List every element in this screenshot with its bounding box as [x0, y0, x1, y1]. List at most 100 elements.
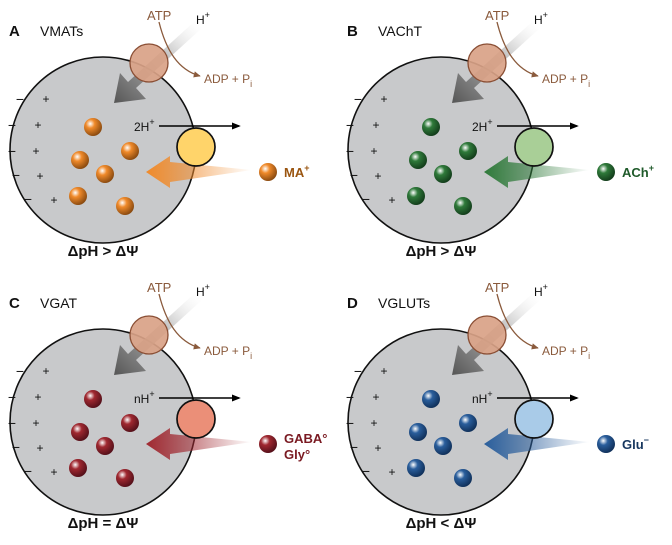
positive-charge: +	[50, 465, 57, 479]
proton-exchange-label: nH+	[134, 389, 155, 406]
panel-letter: C	[9, 295, 20, 312]
atp-label: ATP	[485, 280, 509, 295]
proton-label: H+	[534, 282, 548, 299]
positive-charge: +	[34, 118, 41, 132]
panel-letter: B	[347, 23, 358, 40]
negative-charge: −	[346, 389, 354, 405]
atp-hydrolysis-arrow	[496, 21, 539, 78]
positive-charge: +	[42, 364, 49, 378]
positive-charge: +	[50, 193, 57, 207]
positive-charge: +	[374, 169, 381, 183]
substrate-label: MA+	[284, 163, 309, 180]
positive-charge: +	[370, 416, 377, 430]
negative-charge: −	[16, 91, 24, 107]
transporter-circle	[176, 127, 216, 167]
v-atpase-pump	[467, 315, 507, 355]
neurotransmitter-molecule	[422, 118, 440, 136]
transporter-name: VMATs	[40, 23, 83, 39]
negative-charge: −	[12, 167, 20, 183]
positive-charge: +	[34, 390, 41, 404]
atp-label: ATP	[485, 8, 509, 23]
substrate-molecule	[259, 435, 277, 453]
negative-charge: −	[12, 439, 20, 455]
substrate-influx-arrow	[484, 156, 590, 188]
positive-charge: +	[32, 416, 39, 430]
neurotransmitter-molecule	[407, 459, 425, 477]
substrate-label-2: Gly°	[284, 447, 310, 462]
neurotransmitter-molecule	[422, 390, 440, 408]
atp-hydrolysis-arrow	[496, 293, 539, 350]
substrate-influx-arrow	[146, 428, 252, 460]
proton-label: H+	[534, 10, 548, 27]
negative-charge: −	[350, 439, 358, 455]
negative-charge: −	[16, 363, 24, 379]
neurotransmitter-molecule	[121, 142, 139, 160]
neurotransmitter-molecule	[71, 151, 89, 169]
proton-label: H+	[196, 282, 210, 299]
transporter-circle	[514, 399, 554, 439]
proton-exchange-label: 2H+	[472, 117, 493, 134]
negative-charge: −	[346, 415, 354, 431]
proton-label: H+	[196, 10, 210, 27]
substrate-molecule	[597, 435, 615, 453]
transporter-name: VGAT	[40, 295, 78, 311]
neurotransmitter-molecule	[69, 459, 87, 477]
panel-letter: A	[9, 23, 20, 40]
neurotransmitter-molecule	[407, 187, 425, 205]
positive-charge: +	[388, 465, 395, 479]
substrate-label: ACh+	[622, 163, 654, 180]
v-atpase-pump	[129, 315, 169, 355]
negative-charge: −	[350, 167, 358, 183]
transporter-name: VAChT	[378, 23, 423, 39]
substrate-molecule	[259, 163, 277, 181]
adp-label: ADP + Pi	[542, 344, 590, 361]
proton-exchange-label: nH+	[472, 389, 493, 406]
negative-charge: −	[362, 463, 370, 479]
substrate-influx-arrow	[146, 156, 252, 188]
gradient-relation: ΔpH > ΔΨ	[406, 243, 477, 260]
proton-exchange-label: 2H+	[134, 117, 155, 134]
atp-hydrolysis-arrow	[158, 21, 201, 78]
positive-charge: +	[370, 144, 377, 158]
neurotransmitter-molecule	[84, 118, 102, 136]
positive-charge: +	[32, 144, 39, 158]
positive-charge: +	[374, 441, 381, 455]
positive-charge: +	[388, 193, 395, 207]
positive-charge: +	[36, 441, 43, 455]
positive-charge: +	[372, 118, 379, 132]
v-atpase-pump	[129, 43, 169, 83]
gradient-relation: ΔpH < ΔΨ	[406, 515, 477, 532]
negative-charge: −	[354, 91, 362, 107]
negative-charge: −	[24, 463, 32, 479]
negative-charge: −	[346, 143, 354, 159]
negative-charge: −	[24, 191, 32, 207]
negative-charge: −	[8, 117, 16, 133]
neurotransmitter-molecule	[71, 423, 89, 441]
adp-label: ADP + Pi	[542, 72, 590, 89]
neurotransmitter-molecule	[434, 165, 452, 183]
positive-charge: +	[36, 169, 43, 183]
neurotransmitter-molecule	[454, 469, 472, 487]
atp-label: ATP	[147, 8, 171, 23]
v-atpase-pump	[467, 43, 507, 83]
neurotransmitter-molecule	[454, 197, 472, 215]
neurotransmitter-molecule	[116, 197, 134, 215]
positive-charge: +	[380, 92, 387, 106]
positive-charge: +	[380, 364, 387, 378]
transporter-circle	[514, 127, 554, 167]
neurotransmitter-molecule	[69, 187, 87, 205]
substrate-influx-arrow	[484, 428, 590, 460]
negative-charge: −	[354, 363, 362, 379]
negative-charge: −	[8, 389, 16, 405]
substrate-molecule	[597, 163, 615, 181]
neurotransmitter-molecule	[434, 437, 452, 455]
gradient-relation: ΔpH = ΔΨ	[68, 515, 139, 532]
positive-charge: +	[372, 390, 379, 404]
gradient-relation: ΔpH > ΔΨ	[68, 243, 139, 260]
positive-charge: +	[42, 92, 49, 106]
